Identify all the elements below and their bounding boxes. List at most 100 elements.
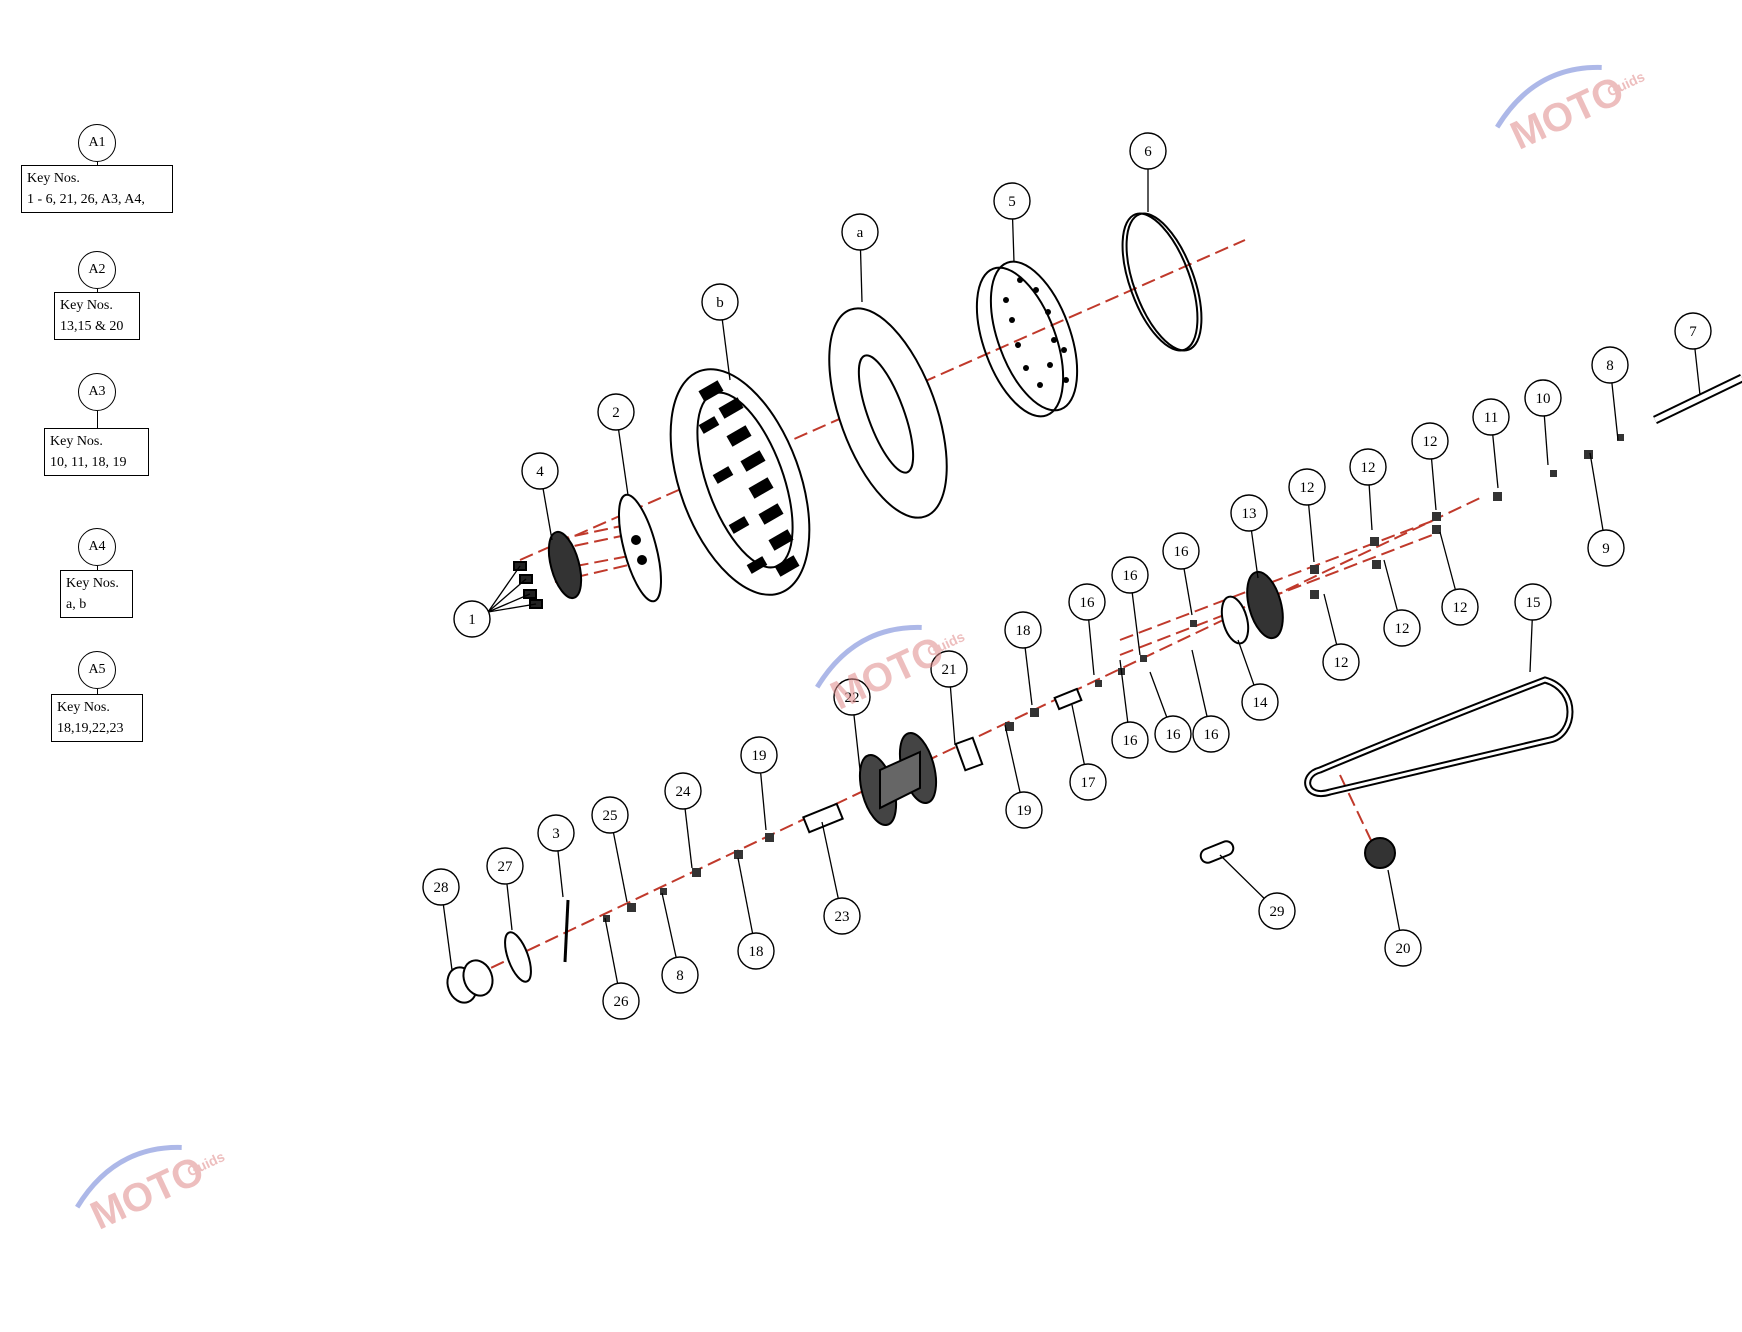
callout-label: 19 [752,748,767,764]
callout-label: 7 [1689,324,1697,340]
callout-11: 11 [1472,398,1510,436]
callout-label: 16 [1166,727,1182,743]
sprocket [547,530,583,600]
callout-label: 8 [676,968,684,984]
callout-2: 2 [597,393,635,431]
callout-circle [1591,346,1629,384]
assembly-stem [97,689,99,694]
callout-label: 4 [536,464,544,480]
leader-line [612,832,628,903]
callout-label: 3 [552,826,560,842]
callout-20: 20 [1384,929,1422,967]
parts [446,212,1742,1004]
callout-circle [1154,715,1192,753]
assembly-key-box: Key Nos.18,19,22,23 [51,694,143,742]
leader-line [1183,568,1193,616]
callout-label: 5 [1008,194,1016,210]
callout-label: 24 [676,784,692,800]
callout-circle [993,182,1031,220]
split-pin [563,899,570,963]
callout-12: 12 [1349,448,1387,486]
assembly-stem [97,289,99,292]
callout-circle [1241,683,1279,721]
callout-label: 6 [1144,144,1152,160]
callout-b: b [701,283,739,321]
callout-5: 5 [993,182,1031,220]
callout-label: 16 [1174,544,1190,560]
callout-circle [1411,422,1449,460]
end-spacer [446,959,494,1004]
leader-line [1492,434,1499,489]
callout-label: 13 [1242,506,1257,522]
leader-line [1430,458,1437,511]
tyre [669,368,811,596]
callout-16: 16 [1162,532,1200,570]
callout-label: 26 [614,994,630,1010]
callout-label: 25 [603,808,618,824]
callout-circle [1162,532,1200,570]
callout-16: 16 [1111,556,1149,594]
leader-line [684,808,693,869]
sprocket-plate [617,493,663,603]
callout-circle [521,452,559,490]
leader-line [1131,592,1141,656]
callout-17: 17 [1069,763,1107,801]
leader-line [1611,382,1619,441]
rim-band [1121,212,1203,352]
assembly-key-box: Key Nos.10, 11, 18, 19 [44,428,149,476]
callout-23: 23 [823,897,861,935]
callout-8: 8 [661,956,699,994]
callout-label: 1 [468,612,476,628]
bearing-axis [1119,531,1441,656]
assembly-key-title: Key Nos. [66,576,119,591]
callout-22: 22 [833,678,871,716]
front-sprocket [1364,837,1396,869]
callout-circle [1068,583,1106,621]
callout-16: 16 [1192,715,1230,753]
leader-line [1694,348,1701,396]
bush [1053,687,1083,711]
callout-circle [664,772,702,810]
callout-circle [486,847,524,885]
assembly-key-box: Key Nos.1 - 6, 21, 26, A3, A4, [21,165,173,213]
callout-label: 17 [1081,775,1097,791]
leader-line [949,686,956,746]
leader-line [737,857,754,934]
assembly-key-list: 1 - 6, 21, 26, A3, A4, [27,192,145,207]
callout-4: 4 [521,452,559,490]
callout-label: 14 [1253,695,1269,711]
callout-circle [841,213,879,251]
callout-27: 27 [486,847,524,885]
callout-6: 6 [1129,132,1167,170]
chain-link [1199,840,1235,864]
callout-circle [1111,721,1149,759]
callout-circle [597,393,635,431]
callout-label: 28 [434,880,449,896]
callout-circle [1230,494,1268,532]
callout-label: 18 [749,944,764,960]
leader-line [1387,869,1401,931]
leader-line [1071,704,1085,765]
callout-circle [1069,763,1107,801]
assembly-key-title: Key Nos. [60,298,113,313]
callout-circle [453,600,491,638]
leader-line [661,892,677,958]
callout-label: 2 [612,405,620,421]
callout-circle [1472,398,1510,436]
callout-circle [602,982,640,1020]
assembly-key-title: Key Nos. [50,434,103,449]
assembly-key-title: Key Nos. [57,700,110,715]
callout-circle [1005,791,1043,829]
leader-line [604,917,619,984]
callout-circle [833,678,871,716]
leader-line [487,578,527,613]
callout-3: 3 [537,814,575,852]
assembly-key-list: 13,15 & 20 [60,319,124,334]
leader-line [1088,619,1095,676]
callout-label: 27 [498,859,514,875]
axle [1653,373,1742,425]
callout-label: 12 [1361,460,1376,476]
assembly-key-box: Key Nos. 13,15 & 20 [54,292,140,340]
callout-label: 9 [1602,541,1610,557]
callout-circle [661,956,699,994]
